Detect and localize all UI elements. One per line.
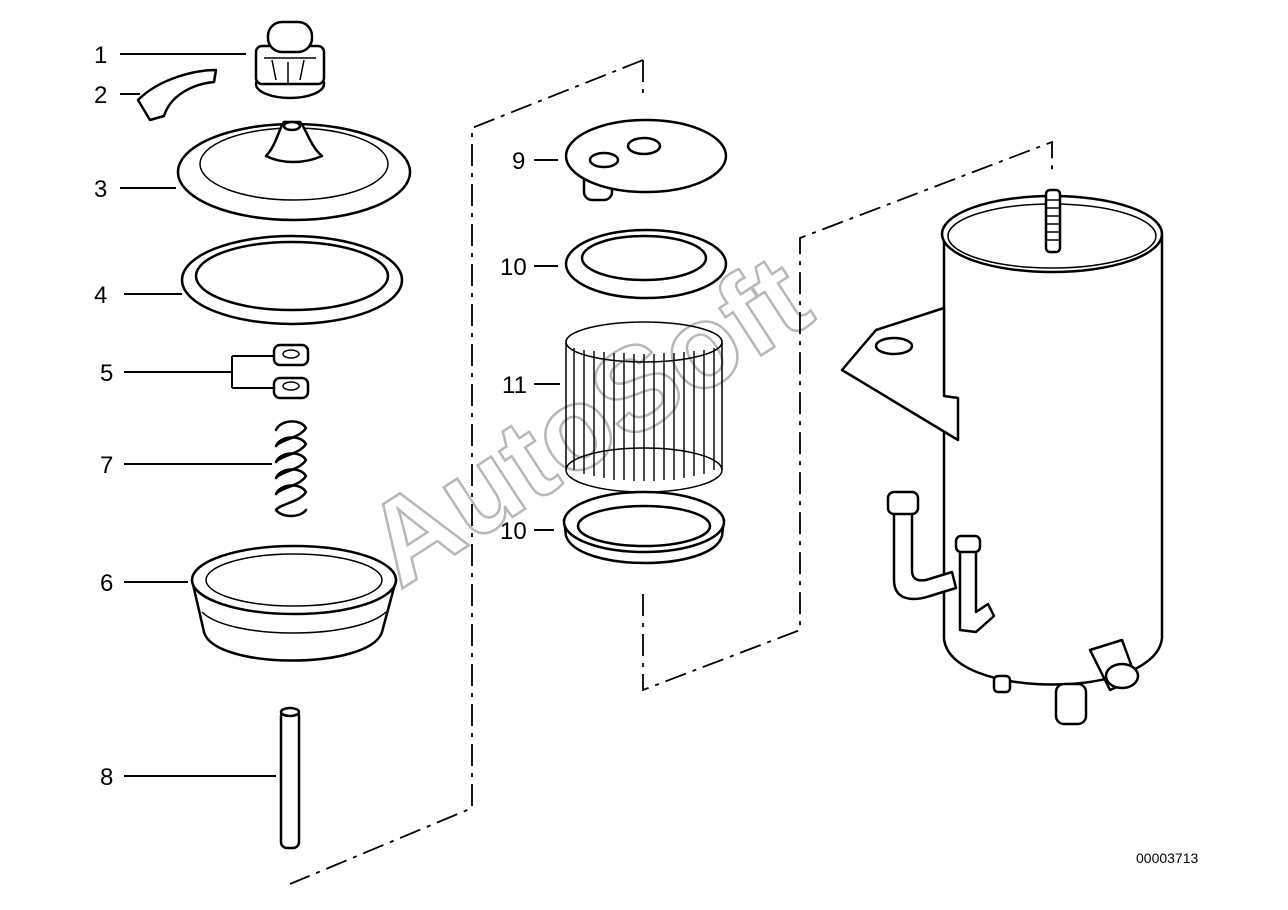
part-4-gasket-ring[interactable] (180, 234, 404, 326)
callout-2: 2 (94, 82, 107, 109)
part-3-cover[interactable] (176, 120, 412, 222)
diagram-reference-number: 00003713 (1136, 850, 1199, 866)
callout-6: 6 (100, 570, 113, 597)
callout-labels: 1 2 3 4 5 7 6 8 9 10 11 10 (94, 42, 527, 791)
callout-4: 4 (94, 282, 107, 309)
callout-7: 7 (100, 452, 113, 479)
part-10-seal-ring-upper[interactable] (564, 228, 728, 300)
reservoir-housing[interactable] (840, 188, 1164, 726)
callout-9: 9 (512, 148, 525, 175)
part-8-tube[interactable] (279, 706, 301, 850)
leader-lines (120, 53, 560, 777)
callout-11: 11 (502, 372, 527, 399)
assembly-boundary-center (289, 59, 1053, 885)
part-6-filter-bowl[interactable] (190, 544, 398, 662)
callout-8: 8 (100, 764, 113, 791)
callout-10-lower: 10 (500, 518, 527, 545)
part-9-lid[interactable] (564, 118, 728, 202)
part-10-seal-ring-lower[interactable] (562, 490, 726, 565)
part-5-nuts[interactable] (272, 343, 310, 400)
callout-1: 1 (94, 42, 107, 69)
part-11-filter-element[interactable] (565, 321, 723, 493)
callout-5: 5 (100, 360, 113, 387)
callout-10-upper: 10 (500, 254, 527, 281)
part-1-cap-nut[interactable] (254, 20, 326, 100)
callout-3: 3 (94, 176, 107, 203)
part-2-seal-segment[interactable] (136, 68, 218, 122)
part-7-spring[interactable] (274, 420, 308, 518)
